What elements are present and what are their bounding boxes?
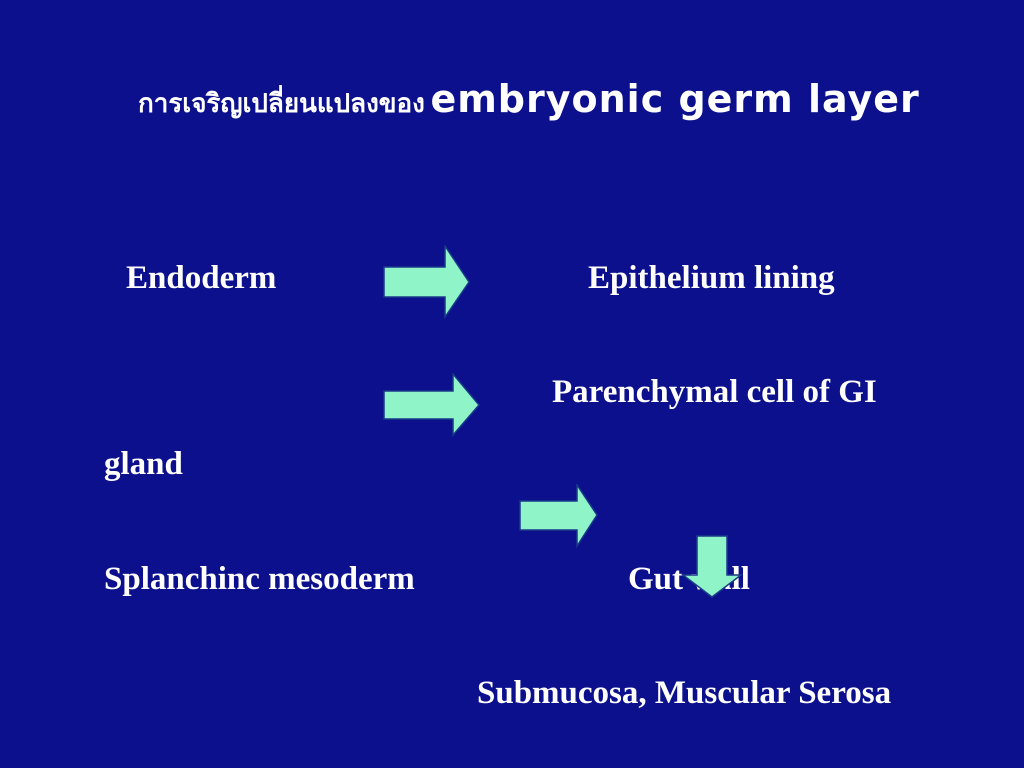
epithelium-label: Epithelium lining: [588, 260, 835, 296]
right-arrow-icon: [383, 245, 471, 319]
gland-label: gland: [104, 446, 183, 482]
title-english: embryonic germ layer: [430, 77, 920, 121]
right-arrow-icon: [519, 484, 599, 548]
splanchnic-label: Splanchinc mesoderm: [104, 561, 415, 597]
slide-title: การเจริญเปลี่ยนแปลงของ embryonic germ la…: [138, 70, 938, 136]
title-thai: การเจริญเปลี่ยนแปลงของ: [138, 89, 425, 119]
submucosa-label: Submucosa, Muscular Serosa: [477, 675, 892, 711]
right-arrow-icon: [383, 373, 481, 437]
endoderm-label: Endoderm: [126, 260, 277, 296]
down-arrow-icon: [681, 535, 743, 599]
parenchymal-label: Parenchymal cell of GI: [552, 374, 877, 410]
